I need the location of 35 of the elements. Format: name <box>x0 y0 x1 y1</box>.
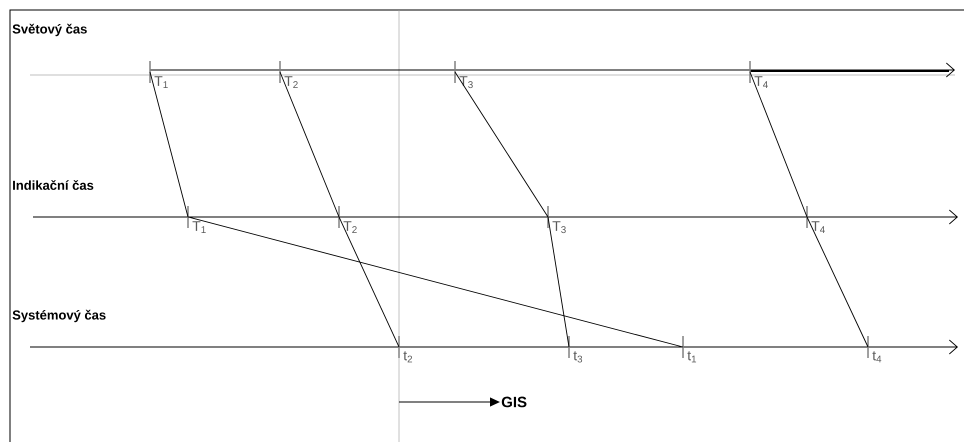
tick-mark <box>682 336 684 358</box>
tick-mark <box>187 206 189 228</box>
tick-mark <box>338 206 340 228</box>
signal-line <box>280 72 340 218</box>
signal-line <box>338 216 400 348</box>
tick-label: t$_{4}$ <box>872 351 882 362</box>
tick-label: T$_{2}$ <box>344 221 357 233</box>
tick-label: t$_{2}$ <box>403 351 412 362</box>
tick-mark <box>806 206 808 228</box>
axis-title: Indikační čas <box>13 180 94 190</box>
tick-label: T$_{4}$ <box>754 76 768 88</box>
signal-line <box>806 216 868 348</box>
gis-label: GIS <box>502 396 526 408</box>
signal-line <box>750 72 808 218</box>
signal-line <box>548 216 570 348</box>
tick-mark <box>749 61 751 83</box>
signal-line <box>150 72 188 218</box>
tick-label: T$_{3}$ <box>552 221 566 234</box>
tick-label: T$_{4}$ <box>812 221 825 233</box>
tick-label: T$_{2}$ <box>284 76 298 88</box>
axis-title: Systémový čas <box>12 310 106 322</box>
axis-title: Světový čas <box>12 24 87 36</box>
tick-label: T$_{1}$ <box>192 221 206 233</box>
tick-mark <box>454 61 456 83</box>
tick-label: t$_{3}$ <box>573 351 582 362</box>
signal-line <box>188 216 684 348</box>
signal-line <box>454 72 548 218</box>
tick-mark <box>867 336 869 358</box>
tick-mark <box>398 336 400 358</box>
tick-mark <box>568 336 570 358</box>
tick-mark <box>547 206 549 228</box>
tick-mark <box>279 61 281 83</box>
tick-mark <box>149 61 151 83</box>
tick-label: T$_{1}$ <box>154 76 168 88</box>
tick-label: t$_{1}$ <box>687 351 696 362</box>
